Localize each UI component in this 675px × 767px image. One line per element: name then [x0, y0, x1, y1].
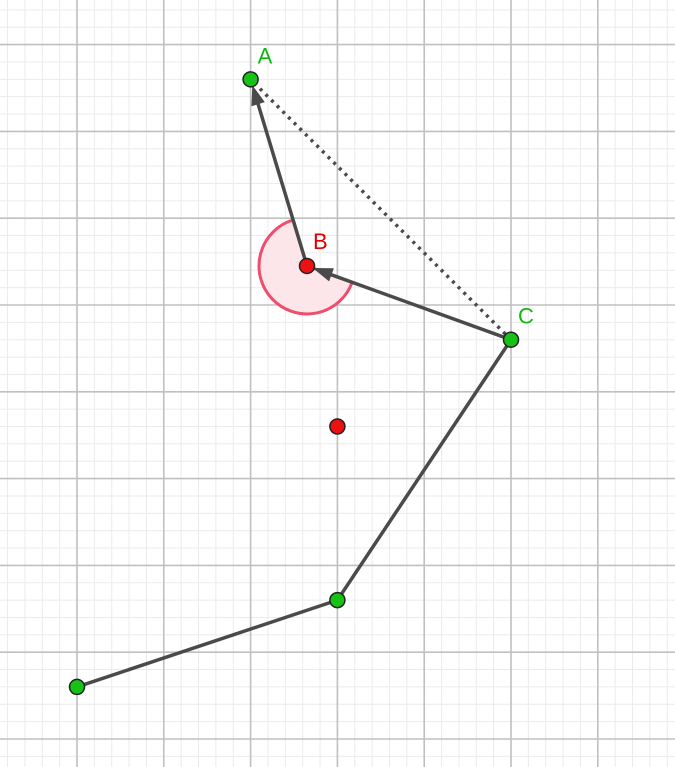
- point-d[interactable]: [329, 591, 346, 609]
- point-c[interactable]: [502, 331, 520, 348]
- arrowhead-b: [312, 267, 334, 282]
- label-a: A: [258, 43, 273, 68]
- point-a[interactable]: [242, 71, 259, 88]
- vector-cb[interactable]: [327, 271, 512, 342]
- segment-cd[interactable]: [335, 338, 513, 602]
- vector-ba[interactable]: [255, 99, 309, 267]
- arrowhead-a: [251, 85, 265, 107]
- label-b: B: [313, 229, 328, 254]
- point-b[interactable]: [298, 257, 316, 275]
- point-e[interactable]: [68, 678, 86, 696]
- segment-de[interactable]: [76, 598, 338, 689]
- label-c: C: [518, 304, 534, 329]
- segment-ca-dotted[interactable]: [249, 78, 513, 341]
- point-f[interactable]: [329, 418, 346, 435]
